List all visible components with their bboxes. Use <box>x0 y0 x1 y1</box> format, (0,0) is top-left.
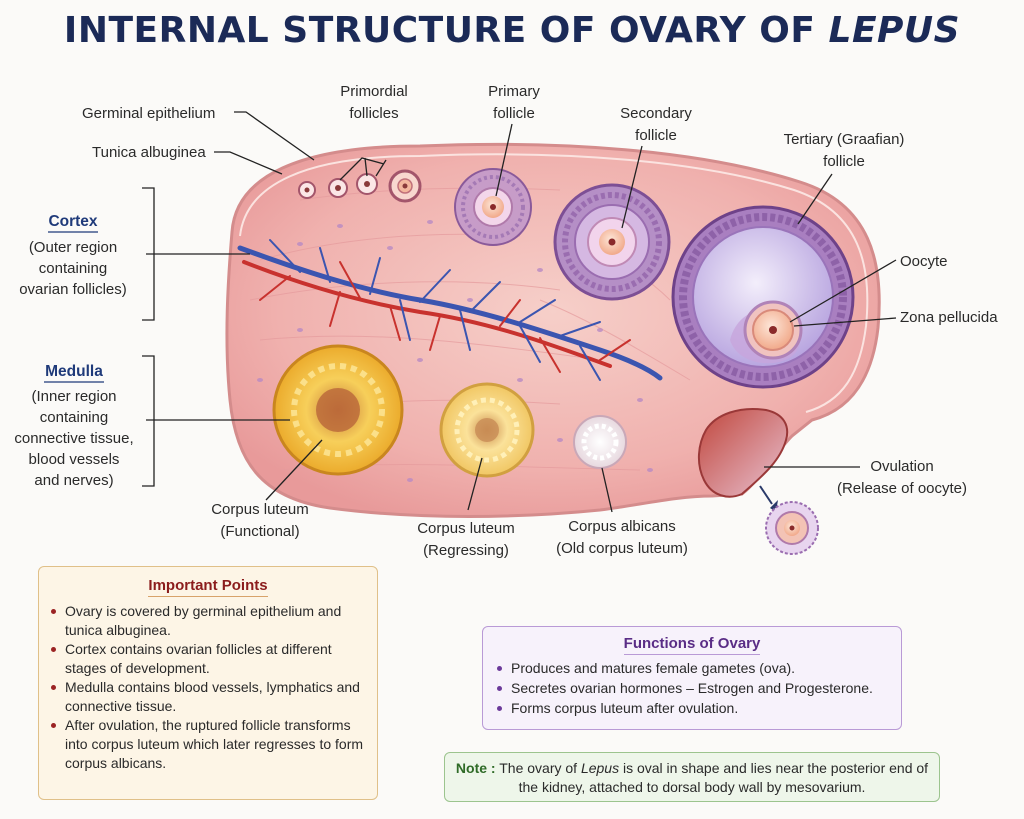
list-item: Secretes ovarian hormones – Estrogen and… <box>497 678 891 698</box>
medulla-desc-4: blood vessels <box>29 451 120 468</box>
cortex-title: Cortex <box>48 213 97 230</box>
label-cl-regressing-2: (Regressing) <box>423 542 509 559</box>
corpus-luteum-functional <box>272 344 404 476</box>
list-item: Cortex contains ovarian follicles at dif… <box>51 640 367 678</box>
blood-vessels <box>237 239 663 381</box>
label-cl-functional-1: Corpus luteum <box>211 501 309 518</box>
label-primordial-2: follicles <box>349 105 398 122</box>
note-text-before: The ovary of <box>495 760 581 776</box>
list-item: Ovary is covered by germinal epithelium … <box>51 602 367 640</box>
medulla-desc-5: and nerves) <box>34 472 113 489</box>
list-item: Forms corpus luteum after ovulation. <box>497 698 891 718</box>
corpus-luteum-regressing <box>439 382 535 478</box>
important-points-box: Important Points Ovary is covered by ger… <box>38 566 378 800</box>
important-points-title: Important Points <box>39 577 377 597</box>
functions-title: Functions of Ovary <box>483 635 901 655</box>
list-item: After ovulation, the ruptured follicle t… <box>51 716 367 773</box>
medulla-title: Medulla <box>45 363 103 380</box>
list-item: Medulla contains blood vessels, lymphati… <box>51 678 367 716</box>
medulla-desc-1: (Inner region <box>31 388 116 405</box>
label-cl-functional-2: (Functional) <box>220 523 299 540</box>
label-zona-pellucida: Zona pellucida <box>900 309 998 326</box>
note-italic: Lepus <box>580 760 620 776</box>
cortex-desc-2: containing <box>39 260 107 277</box>
ruptured-follicle <box>698 408 789 512</box>
label-primary-1: Primary <box>488 83 540 100</box>
label-primary-2: follicle <box>493 105 535 122</box>
label-oocyte: Oocyte <box>900 253 948 270</box>
diagram-labels: Germinal epithelium Tunica albuginea Pri… <box>82 83 998 559</box>
secondary-follicle <box>553 183 671 301</box>
label-cl-regressing-1: Corpus luteum <box>417 520 515 537</box>
released-oocyte <box>765 501 819 555</box>
label-primordial-1: Primordial <box>340 83 408 100</box>
cortex-desc-3: ovarian follicles) <box>19 281 127 298</box>
label-secondary-2: follicle <box>635 127 677 144</box>
label-tertiary-2: follicle <box>823 153 865 170</box>
label-ovulation-1: Ovulation <box>870 458 933 475</box>
note-label: Note : <box>455 760 496 776</box>
corpus-albicans <box>573 415 627 469</box>
region-brackets <box>142 187 155 487</box>
primary-follicle <box>454 168 532 246</box>
list-item: Produces and matures female gametes (ova… <box>497 658 891 678</box>
note-box: Note : The ovary of Lepus is oval in sha… <box>444 752 940 802</box>
functions-list: Produces and matures female gametes (ova… <box>483 658 901 718</box>
functions-box: Functions of Ovary Produces and matures … <box>482 626 902 730</box>
cortex-region-label: Cortex (Outer region containing ovarian … <box>19 213 127 298</box>
medulla-desc-2: containing <box>40 409 108 426</box>
primordial-follicles <box>298 169 422 203</box>
cortex-desc-1: (Outer region <box>29 239 117 256</box>
label-tunica-albuginea: Tunica albuginea <box>92 144 206 161</box>
medulla-region-label: Medulla (Inner region containing connect… <box>14 363 133 489</box>
medulla-desc-3: connective tissue, <box>14 430 133 447</box>
label-germinal-epithelium: Germinal epithelium <box>82 105 215 122</box>
label-albicans-1: Corpus albicans <box>568 518 676 535</box>
graafian-follicle <box>671 205 855 389</box>
page-title: INTERNAL STRUCTURE OF OVARY OF LEPUS <box>63 10 961 51</box>
leader-lines <box>146 111 897 513</box>
label-tertiary-1: Tertiary (Graafian) <box>784 131 905 148</box>
important-points-list: Ovary is covered by germinal epithelium … <box>39 602 377 773</box>
label-secondary-1: Secondary <box>620 105 692 122</box>
label-albicans-2: (Old corpus luteum) <box>556 540 688 557</box>
label-ovulation-2: (Release of oocyte) <box>837 480 967 497</box>
note-text-after: is oval in shape and lies near the poste… <box>518 760 929 795</box>
